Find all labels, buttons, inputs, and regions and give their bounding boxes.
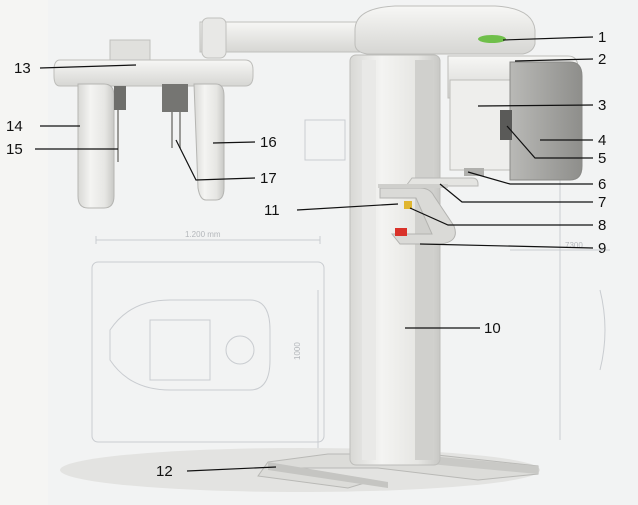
leader-2 xyxy=(514,58,594,62)
leader-lines xyxy=(35,36,594,472)
leader-13 xyxy=(39,64,137,69)
background-dimension-labels: 1.200 mm 7300 1000 xyxy=(185,230,583,360)
callout-15: 15 xyxy=(6,141,23,158)
callout-7: 7 xyxy=(598,194,606,211)
dimension-label-top: 1.200 mm xyxy=(185,230,221,239)
leader-6 xyxy=(467,171,593,185)
callout-8: 8 xyxy=(598,217,606,234)
sensor-housing xyxy=(447,55,583,181)
callout-2: 2 xyxy=(598,51,606,68)
callout-4: 4 xyxy=(598,132,606,149)
callout-labels: 1 2 3 4 5 6 7 8 9 10 11 12 13 14 15 16 1… xyxy=(6,29,606,480)
leader-3 xyxy=(477,104,594,107)
leader-1 xyxy=(502,36,594,41)
callout-3: 3 xyxy=(598,97,606,114)
status-light xyxy=(478,35,506,43)
leader-7 xyxy=(439,183,593,203)
positioning-light xyxy=(404,201,412,209)
leader-17 xyxy=(175,139,256,181)
emergency-button xyxy=(395,228,407,236)
callout-13: 13 xyxy=(14,60,31,77)
patient-positioning xyxy=(378,177,479,245)
callout-1: 1 xyxy=(598,29,606,46)
leader-16 xyxy=(212,141,256,144)
callout-9: 9 xyxy=(598,240,606,257)
leader-11 xyxy=(296,203,399,211)
leader-9 xyxy=(419,243,594,249)
callout-16: 16 xyxy=(260,134,277,151)
callout-6: 6 xyxy=(598,176,606,193)
leader-12 xyxy=(186,466,277,472)
head-unit xyxy=(354,5,536,55)
base xyxy=(257,453,539,489)
callout-5: 5 xyxy=(598,150,606,167)
callout-10: 10 xyxy=(484,320,501,337)
callout-14: 14 xyxy=(6,118,23,135)
callout-17: 17 xyxy=(260,170,277,187)
leader-5 xyxy=(506,125,593,159)
column xyxy=(349,54,441,466)
dimension-label-mid: 1000 xyxy=(293,342,302,360)
dimension-label-right: 7300 xyxy=(565,241,583,250)
leader-8 xyxy=(409,207,593,226)
callout-12: 12 xyxy=(156,463,173,480)
callout-11: 11 xyxy=(264,202,280,219)
